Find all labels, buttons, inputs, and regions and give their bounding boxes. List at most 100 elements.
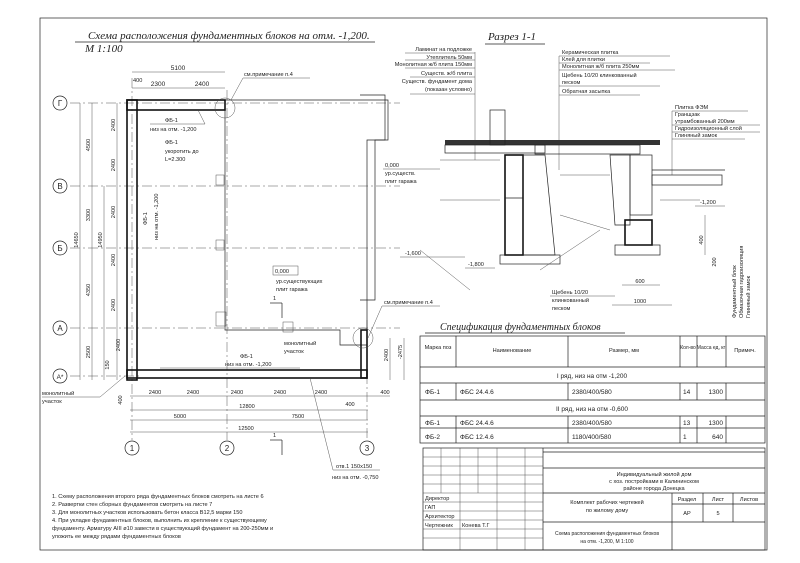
foundation-wall-right [360,329,368,379]
foundation-wall-bottom [126,369,368,379]
label-opening-level: низ на отм. -0,750 [332,475,378,481]
section-code: АР [683,511,691,517]
label: Г [58,99,63,108]
label: ФБС 24.4.6 [460,420,494,427]
header-sheets: Листов [740,497,758,503]
label: 3 [365,444,370,453]
label: 2380/400/580 [572,420,612,427]
label: ФБ-1 [425,420,440,427]
dim-left-2500: 2500 [86,346,92,358]
label: 1. Схему расположения второго ряда фунда… [52,494,264,500]
label: фундаменту. Арматуру АIII ø10 завести в … [52,525,273,532]
label: В [57,182,62,191]
label-fb1-top: ФБ-1 [165,118,178,124]
dim-bottom-2400: 2400 [231,390,243,396]
drawing-name: на отм. -1,200, М 1:100 [580,539,633,545]
dim-left-14950: 14950 [98,232,104,248]
label-vertical: Фундаментный блок [731,265,738,318]
spec-header-size: Размер, мм [609,348,639,354]
dim-bottom-400: 400 [345,402,354,408]
dim-bottom-7500: 7500 [292,414,304,420]
label: Существ. ж/б плита [421,71,473,77]
dim-1000: 1000 [634,299,646,305]
role-director: Директор [425,496,449,502]
foundation-block-section [504,154,524,256]
dim-left-150: 150 [105,360,111,369]
label: Ламинат на подложке [415,47,472,53]
label-fb1-left: ФБ-1 [143,212,149,225]
label: 3. Для монолитных участков использовать … [52,510,242,516]
dim-bottom-12500: 12500 [238,426,254,432]
dim-bottom-5000: 5000 [174,414,186,420]
label-monolith-right: участок [284,349,304,355]
section-mark-bottom: 1 [273,433,276,439]
table-row: ФБ-2 ФБС 12.4.6 1180/400/580 1 640 [425,434,723,441]
project-name: Индивидуальный жилой дом [617,471,692,478]
label-fb1-bottom: ФБ-1 [240,354,253,360]
dim-bottom-12800: 12800 [239,404,255,410]
general-notes: 1. Схему расположения второго ряда фунда… [52,494,273,540]
dim-400: 400 [699,235,705,244]
layers-left-callout: Ламинат на подложке Утеплитель 50мм Моно… [395,47,476,160]
axis-row-G: Г [52,95,68,111]
axis-row-B: Б [52,240,68,256]
label: А* [57,374,64,381]
dim-left-400: 400 [118,395,124,404]
label: ФБ-1 [425,389,440,396]
dim-right-2400: 2400 [384,349,390,361]
project-name: с хоз. постройками в Калининском [609,478,699,485]
label: 640 [712,434,723,441]
note-ref-right: см.примечание п.4 [384,300,433,306]
dim-left-4350: 4350 [86,284,92,296]
label-vertical: Обмазочная гидроизоляция [739,246,745,318]
drafter-name: Конева Т.Г [462,523,490,529]
label-opening: отв.1 150х150 [336,464,372,470]
set-name: по жилому дому [586,508,629,514]
label: 1180/400/580 [572,434,612,441]
spec-group-title: II ряд, низ на отм -0,600 [556,406,628,413]
label-fb1-bottom-level: низ на отм. -1,200 [225,362,271,368]
label-fb1-top-level: низ на отм. -1,200 [150,127,196,133]
label: ФБС 12.4.6 [460,434,494,441]
label-fb1-short-length: L=2.300 [165,157,185,163]
dim-left-2400: 2400 [111,119,117,131]
label-gravel: клинкованный [552,297,589,304]
label: Монолитная ж/б плита 250мм [562,64,639,70]
sheet-frame [39,17,768,551]
dim-left-2400: 2400 [111,299,117,311]
axis-col-2: 2 [219,440,235,456]
label: ФБС 24.4.6 [460,389,494,396]
dim-left-4500: 4500 [86,139,92,151]
level-0-text: плит гаража [385,179,418,185]
role-architect: Архитектор [425,514,455,520]
label: Клей для плитки [562,56,605,63]
label: ФБ-2 [425,434,440,441]
axis-row-A-star: А* [52,368,68,384]
label: 1300 [709,389,724,396]
label: Гранщзак [675,112,700,118]
dim-bottom-2400: 2400 [187,390,199,396]
dim-bottom-2400: 2400 [274,390,286,396]
note-ref-top: см.примечание п.4 [244,72,293,78]
label: Обратная засыпка [562,89,611,95]
label: (показан условно) [425,87,472,93]
dim-left-2400: 2400 [111,159,117,171]
label: Щебень 10/20 клинкованный [562,72,637,79]
dim-bottom-400: 400 [380,390,389,396]
header-sheet: Лист [712,497,725,503]
set-name: Комплект рабочих чертежей [570,499,644,506]
dim-left-2400: 2400 [111,206,117,218]
label: 2 [225,444,230,453]
header-section: Раздел [678,497,697,503]
label: Утеплитель 50мм [426,55,472,61]
level-m1600: -1,600 [405,251,421,257]
label: 1300 [709,420,724,427]
dim-top-400: 400 [133,78,142,84]
foundation-block-new [624,219,653,246]
section-title: Разрез 1-1 [487,31,536,43]
plan-title: Схема расположения фундаментных блоков н… [88,30,370,42]
label: 2. Развертки стен сборных фундаментов см… [52,502,212,508]
dim-bottom-2400: 2400 [315,390,327,396]
label: 14 [683,389,691,396]
label: песком [562,80,581,86]
